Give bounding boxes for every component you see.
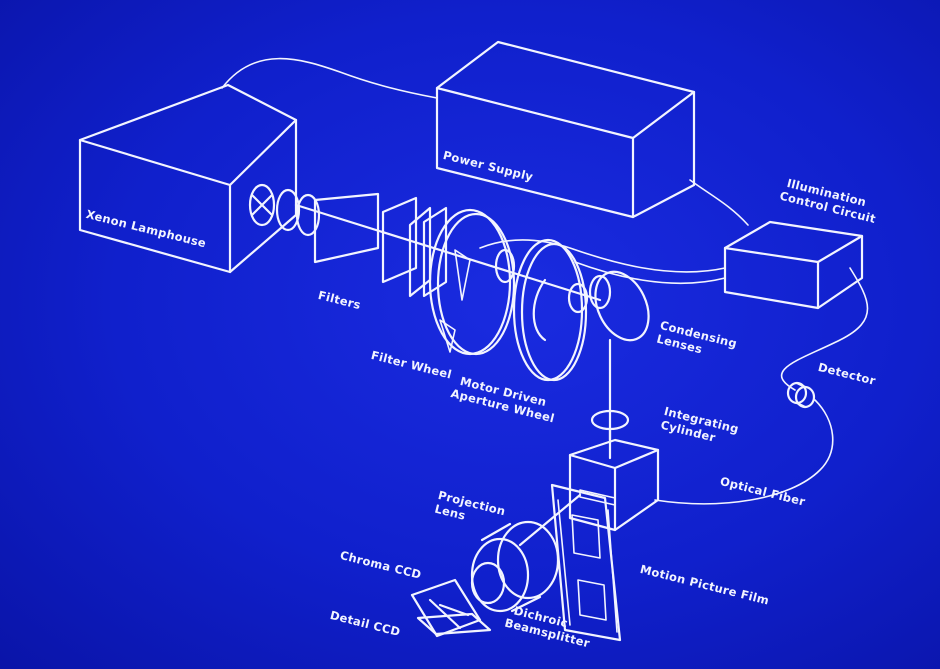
control-cable xyxy=(689,179,749,226)
detector-cable xyxy=(780,267,869,391)
lamp-lens xyxy=(248,183,321,237)
ccd-assembly xyxy=(410,578,492,638)
condensing-lenses xyxy=(588,270,650,342)
film-strip xyxy=(550,483,622,642)
filter-wheel xyxy=(428,208,516,356)
optical-fiber-line xyxy=(654,399,834,505)
signal-cable xyxy=(479,239,726,273)
illumination-control-box xyxy=(723,220,864,310)
integrating-cylinder-housing xyxy=(568,438,660,532)
optical-axis xyxy=(294,203,602,302)
aperture-wheel xyxy=(512,238,589,382)
projection-lens xyxy=(470,520,560,613)
power-supply-box xyxy=(435,40,696,219)
power-cable xyxy=(221,57,438,99)
detector-body xyxy=(786,381,816,409)
